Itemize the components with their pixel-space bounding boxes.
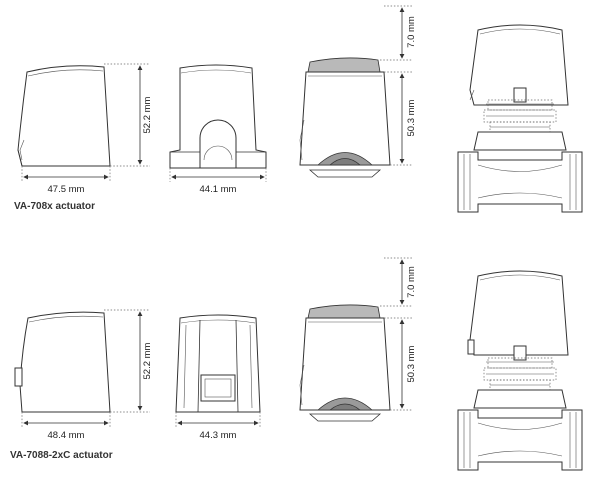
top-side-height-label: 52.2 mm xyxy=(142,96,153,133)
top-side-view: 52.2 mm 47.5 mm xyxy=(17,63,153,195)
top-front-width-label: 44.1 mm xyxy=(200,184,237,195)
bottom-side-view: 52.2 mm 48.4 mm xyxy=(14,309,153,441)
top-valve-assembly xyxy=(457,24,583,213)
top-front-view: 44.1 mm xyxy=(169,64,267,195)
bottom-side-height-label: 52.2 mm xyxy=(142,342,153,379)
bottom-valve-assembly xyxy=(457,270,583,471)
top-cap-view: 7.0 mm 50.3 mm xyxy=(299,5,417,178)
bottom-side-width-label: 48.4 mm xyxy=(48,430,85,441)
bottom-body-height-label: 50.3 mm xyxy=(406,345,417,382)
bottom-cap-view: 7.0 mm 50.3 mm xyxy=(299,257,417,422)
bottom-row: 52.2 mm 48.4 mm 44.3 mm xyxy=(10,257,583,471)
bottom-cap-height-label: 7.0 mm xyxy=(406,266,417,298)
bottom-front-view: 44.3 mm xyxy=(175,314,261,441)
top-body-height-label: 50.3 mm xyxy=(406,99,417,136)
bottom-front-width-label: 44.3 mm xyxy=(200,430,237,441)
bottom-caption: VA-7088-2xC actuator xyxy=(10,450,113,461)
top-caption: VA-708x actuator xyxy=(14,201,95,212)
top-row: 52.2 mm 47.5 mm 44.1 mm xyxy=(14,5,583,213)
top-cap-height-label: 7.0 mm xyxy=(406,16,417,48)
top-side-width-label: 47.5 mm xyxy=(48,184,85,195)
